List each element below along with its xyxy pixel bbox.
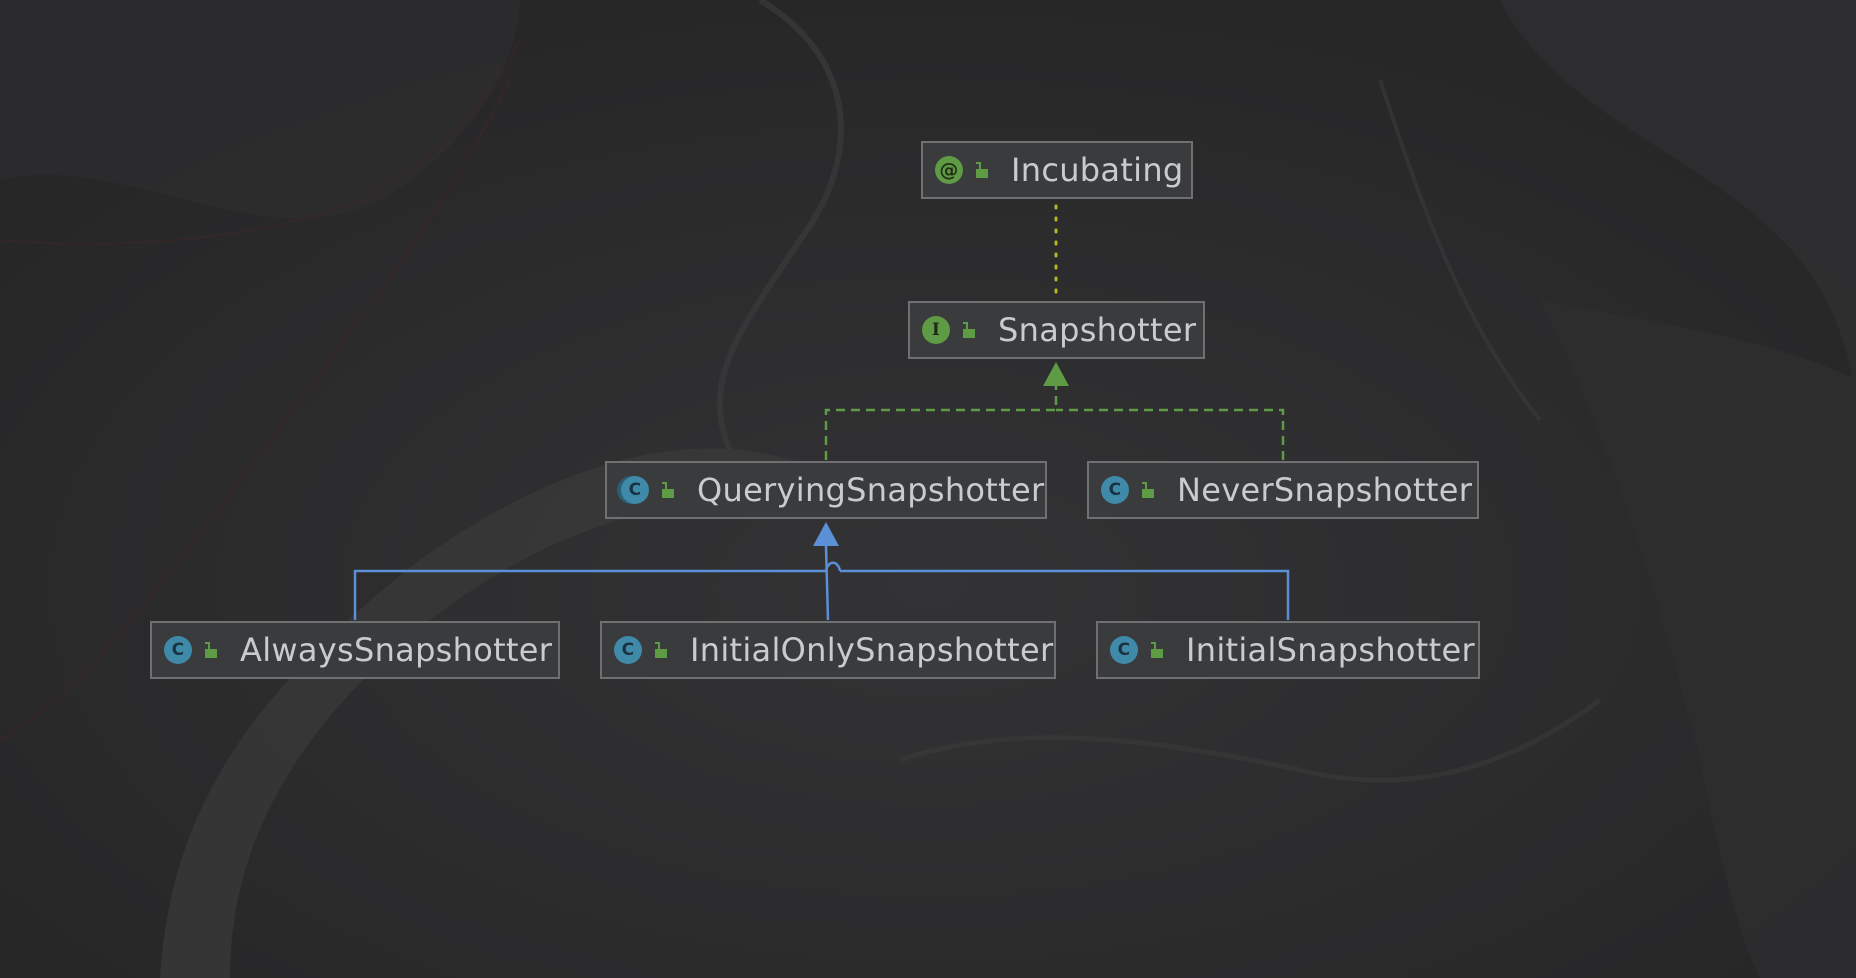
node-label: NeverSnapshotter: [1177, 471, 1473, 509]
public-lock-icon: [1151, 642, 1163, 658]
node-label: InitialSnapshotter: [1186, 631, 1475, 669]
edge-group-implements: [824, 385, 1285, 460]
class-icon: C: [1110, 636, 1138, 664]
node-always-snapshotter[interactable]: C AlwaysSnapshotter: [150, 621, 560, 679]
edge-extends-initial: [840, 569, 1290, 620]
node-querying-snapshotter[interactable]: C QueryingSnapshotter: [605, 461, 1047, 519]
node-label: Incubating: [1011, 151, 1184, 189]
public-lock-icon: [1142, 482, 1154, 498]
annotation-icon: @: [935, 156, 963, 184]
interface-icon: I: [922, 316, 950, 344]
edge-implements-querying: [824, 385, 1058, 460]
edge-implements-never: [1056, 408, 1285, 460]
node-label: Snapshotter: [998, 311, 1197, 349]
edge-extends-always: [353, 569, 826, 620]
class-icon: C: [164, 636, 192, 664]
class-icon: C: [614, 636, 642, 664]
extends-arrowhead: [813, 522, 839, 546]
node-label: QueryingSnapshotter: [697, 471, 1045, 509]
edge-extends-initialonly: [824, 545, 830, 621]
node-initial-snapshotter[interactable]: C InitialSnapshotter: [1096, 621, 1480, 679]
public-lock-icon: [205, 642, 217, 658]
public-lock-icon: [662, 482, 674, 498]
edge-hop: [824, 561, 842, 572]
node-never-snapshotter[interactable]: C NeverSnapshotter: [1087, 461, 1479, 519]
class-icon: C: [1101, 476, 1129, 504]
public-lock-icon: [655, 642, 667, 658]
abstract-class-icon: C: [621, 476, 649, 504]
implements-arrowhead: [1043, 362, 1069, 386]
node-label: InitialOnlySnapshotter: [690, 631, 1054, 669]
node-snapshotter[interactable]: I Snapshotter: [908, 301, 1205, 359]
edge-group-extends: [353, 545, 1290, 621]
public-lock-icon: [976, 162, 988, 178]
node-incubating[interactable]: @ Incubating: [921, 141, 1193, 199]
public-lock-icon: [963, 322, 975, 338]
node-initialonly-snapshotter[interactable]: C InitialOnlySnapshotter: [600, 621, 1056, 679]
node-label: AlwaysSnapshotter: [240, 631, 553, 669]
